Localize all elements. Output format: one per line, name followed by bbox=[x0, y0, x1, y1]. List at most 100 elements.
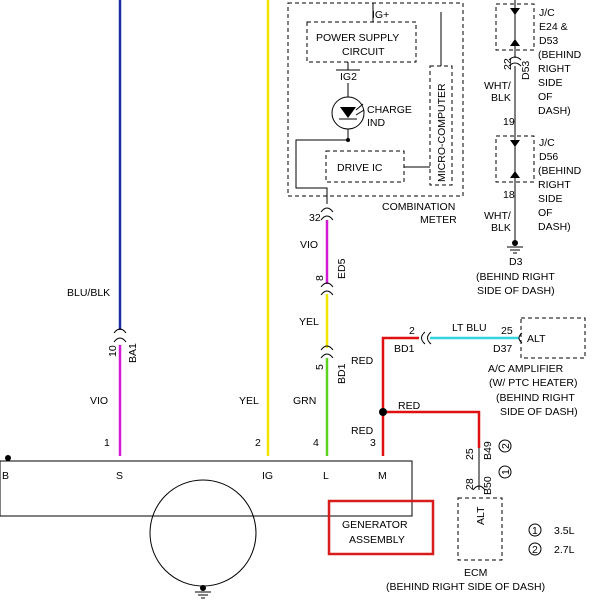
wire-red-bd1 bbox=[381, 336, 419, 412]
jc-lower-l2: D56 bbox=[539, 151, 558, 163]
gen-terminal-m: M bbox=[378, 470, 387, 482]
generator-rotor-circle bbox=[149, 479, 257, 587]
blu-blk-label: BLU/BLK bbox=[67, 287, 110, 299]
jc-upper-l6: SIDE bbox=[538, 77, 563, 89]
jc-upper-pin: 22 bbox=[502, 58, 514, 70]
legend-text-2: 2.7L bbox=[554, 544, 575, 556]
gen-pin-3: 3 bbox=[370, 437, 376, 449]
red-label-2: RED bbox=[398, 400, 421, 412]
ecm-label: ECM bbox=[464, 567, 487, 579]
jc-lower-l6: OF bbox=[538, 207, 553, 219]
ground-d3-note2: SIDE OF DASH) bbox=[477, 285, 555, 297]
drive-ic-label: DRIVE IC bbox=[337, 162, 383, 174]
legend-num-1: 1 bbox=[532, 525, 538, 537]
gen-terminal-l: L bbox=[323, 470, 329, 482]
connector-bd1-red bbox=[421, 331, 432, 345]
meter-wire-vio: VIO bbox=[300, 239, 318, 251]
charge-label: CHARGE bbox=[367, 104, 412, 116]
wire-red-ecm bbox=[383, 410, 481, 448]
jc-lower-l7: DASH) bbox=[538, 221, 571, 233]
ecm-b49: B49 bbox=[482, 441, 494, 460]
jc-upper-l4: (BEHIND bbox=[538, 49, 582, 61]
bd1-l-pin: 5 bbox=[314, 364, 326, 370]
micro-computer-label: MICRO-COMPUTER bbox=[436, 83, 448, 182]
generator-assembly-box bbox=[0, 460, 413, 517]
gen-pin-4: 4 bbox=[313, 437, 319, 449]
red-bd1-pin: 2 bbox=[409, 325, 415, 337]
d37-connector: D37 bbox=[493, 343, 512, 355]
ecm-note-1: 1 bbox=[500, 469, 512, 475]
connector-meter-32 bbox=[320, 207, 334, 221]
connector-bd1-l bbox=[320, 345, 334, 359]
gen-terminal-ig: IG bbox=[262, 470, 273, 482]
meter-label: METER bbox=[420, 214, 457, 226]
ac-amplifier-l4: SIDE OF DASH) bbox=[500, 406, 578, 418]
ecm-note-2: 2 bbox=[500, 443, 512, 449]
jc-lower-l4: RIGHT bbox=[538, 179, 571, 191]
generator-label: GENERATOR bbox=[342, 519, 408, 531]
ac-amplifier-l1: A/C AMPLIFIER bbox=[488, 363, 564, 375]
jc-lower-l3: (BEHIND bbox=[538, 165, 582, 177]
gen-pin-1: 1 bbox=[104, 437, 110, 449]
generator-assembly-highlight bbox=[327, 499, 435, 556]
wht-blk-2b: BLK bbox=[491, 222, 511, 234]
ground-symbol-icon bbox=[195, 585, 211, 599]
ground-d3-note1: (BEHIND RIGHT bbox=[476, 271, 555, 283]
charge-warning-lamp-icon bbox=[331, 96, 365, 130]
power-supply-label-2: CIRCUIT bbox=[342, 46, 385, 58]
power-supply-label: POWER SUPPLY bbox=[316, 32, 399, 44]
ac-amplifier-l3: (BEHIND RIGHT bbox=[496, 392, 575, 404]
wht-blk-1b: BLK bbox=[491, 92, 511, 104]
jc-upper-l1: J/C bbox=[539, 7, 555, 19]
ac-amplifier-l2: (W/ PTC HEATER) bbox=[489, 377, 577, 389]
jc-upper-l8: DASH) bbox=[538, 105, 571, 117]
power-supply-box bbox=[306, 21, 417, 63]
jc-lower-pin-top: 19 bbox=[503, 116, 515, 128]
ig-plus-label: IG+ bbox=[372, 9, 389, 21]
meter-pin-32: 32 bbox=[309, 212, 321, 224]
red-label-3: RED bbox=[351, 425, 374, 437]
ground-symbol-icon bbox=[507, 240, 523, 254]
lt-blu-pin: 25 bbox=[501, 325, 513, 337]
ecm-location: (BEHIND RIGHT SIDE OF DASH) bbox=[386, 581, 545, 593]
ind-label: IND bbox=[367, 117, 386, 129]
combination-meter-label: COMBINATION bbox=[382, 201, 455, 213]
ground-d3-id: D3 bbox=[509, 256, 523, 268]
connector-ba1 bbox=[113, 328, 127, 343]
jc-lower-pin-bottom: 18 bbox=[503, 189, 515, 201]
wht-blk-2: WHT/ bbox=[484, 210, 511, 222]
red-splice-dot bbox=[379, 408, 387, 416]
connector-ed5 bbox=[320, 282, 334, 296]
ba1-connector: BA1 bbox=[127, 343, 139, 363]
legend-num-2: 2 bbox=[532, 544, 538, 556]
combination-meter-outline bbox=[287, 2, 464, 197]
ecm-alt: ALT bbox=[475, 506, 487, 525]
ecm-b50: B50 bbox=[482, 476, 494, 495]
jc-upper-l2: E24 & bbox=[539, 21, 568, 33]
wht-blk-1: WHT/ bbox=[484, 80, 511, 92]
yel-ig-label: YEL bbox=[239, 395, 259, 407]
red-label-1: RED bbox=[351, 355, 374, 367]
ig2-label: IG2 bbox=[340, 71, 357, 83]
jc-upper-connector: D53 bbox=[520, 61, 532, 80]
connector-d53 bbox=[508, 56, 522, 67]
jc-lower-l1: J/C bbox=[539, 137, 555, 149]
red-bd1-connector: BD1 bbox=[394, 343, 415, 355]
jc-upper-l5: RIGHT bbox=[538, 63, 571, 75]
jc-upper-l3: D53 bbox=[539, 35, 558, 47]
meter-wire-yel: YEL bbox=[299, 316, 319, 328]
gen-terminal-b: B bbox=[2, 470, 9, 482]
assembly-label: ASSEMBLY bbox=[349, 534, 405, 546]
ecm-pin-28: 28 bbox=[464, 478, 476, 490]
legend-text-1: 3.5L bbox=[554, 525, 575, 537]
bd1-l-connector: BD1 bbox=[336, 363, 348, 384]
ba1-pin: 10 bbox=[107, 345, 119, 357]
gen-pin-2: 2 bbox=[255, 437, 261, 449]
grn-label: GRN bbox=[293, 395, 316, 407]
ed5-connector: ED5 bbox=[336, 258, 348, 279]
ed5-pin: 8 bbox=[314, 275, 326, 281]
ac-amplifier-box bbox=[520, 317, 586, 359]
ac-amplifier-alt: ALT bbox=[527, 333, 546, 345]
ecm-box bbox=[457, 497, 503, 561]
